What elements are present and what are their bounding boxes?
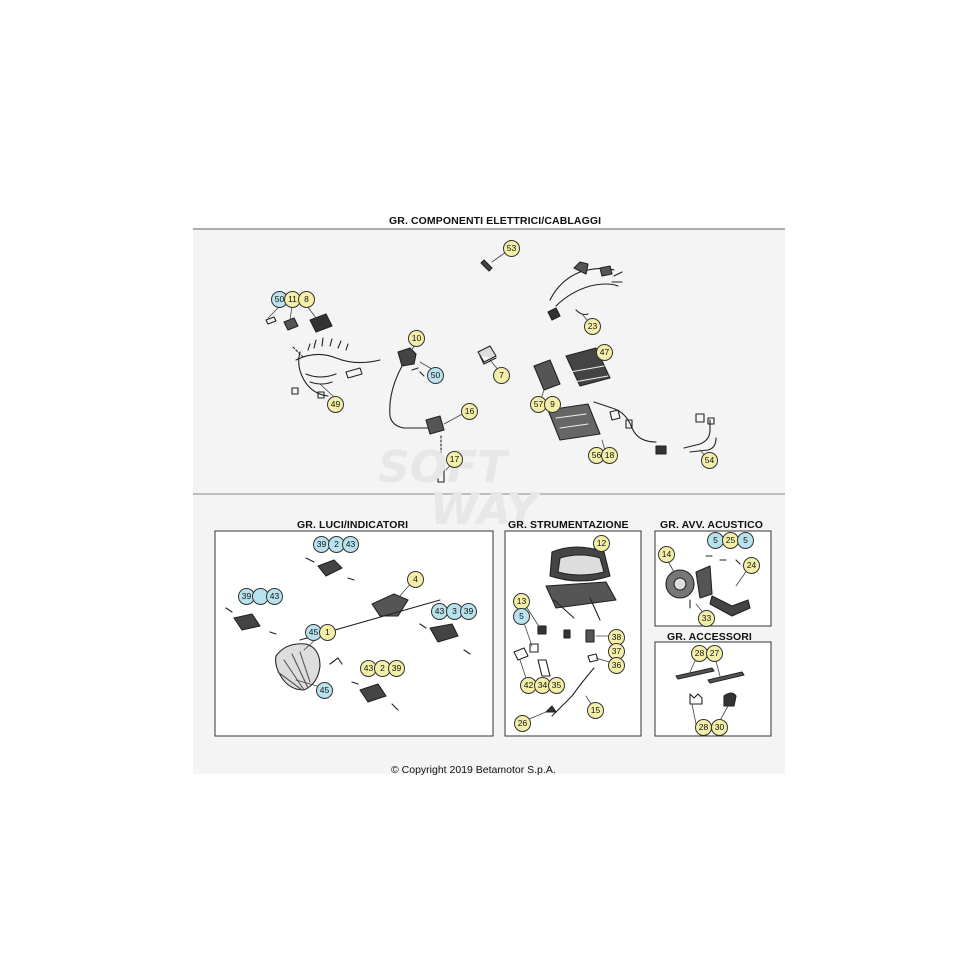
callout-14[interactable]: 14 <box>658 546 675 563</box>
callout-50-b[interactable]: 50 <box>427 367 444 384</box>
dashboard-part <box>513 546 617 717</box>
callout-10[interactable]: 10 <box>408 330 425 347</box>
callout-5-horn-b[interactable]: 5 <box>737 532 754 549</box>
callout-8[interactable]: 8 <box>298 291 315 308</box>
callout-7[interactable]: 7 <box>493 367 510 384</box>
copyright-notice: © Copyright 2019 Betamotor S.p.A. <box>391 764 556 776</box>
lights-group-title: GR. LUCI/INDICATORI <box>297 519 409 531</box>
coil-cable-part <box>389 347 445 483</box>
callout-2-b[interactable]: 2 <box>374 660 391 677</box>
handlebar-switch-part <box>265 313 381 399</box>
callout-50[interactable]: 50 <box>271 291 288 308</box>
callout-9[interactable]: 9 <box>544 396 561 413</box>
callout-45-b[interactable]: 45 <box>316 682 333 699</box>
callout-49[interactable]: 49 <box>327 396 344 413</box>
callout-53[interactable]: 53 <box>503 240 520 257</box>
callout-25[interactable]: 25 <box>722 532 739 549</box>
sub-harness-part <box>683 413 717 453</box>
callout-35[interactable]: 35 <box>548 677 565 694</box>
relay-part <box>477 345 497 365</box>
callout-34[interactable]: 34 <box>534 677 551 694</box>
accessories-group-title: GR. ACCESSORI <box>667 631 752 643</box>
callout-39-b[interactable]: 39 <box>238 588 255 605</box>
callout-3-b[interactable]: 3 <box>446 603 463 620</box>
callout-47[interactable]: 47 <box>596 344 613 361</box>
horn-group-title: GR. AVV. ACUSTICO <box>660 519 764 531</box>
fuse-part <box>480 259 493 272</box>
callout-39-d[interactable]: 39 <box>388 660 405 677</box>
callout-39-c[interactable]: 39 <box>460 603 477 620</box>
callout-24[interactable]: 24 <box>743 557 760 574</box>
callout-12[interactable]: 12 <box>593 535 610 552</box>
callout-5[interactable]: 5 <box>513 608 530 625</box>
callout-30[interactable]: 30 <box>711 719 728 736</box>
callout-15[interactable]: 15 <box>587 702 604 719</box>
callout-54[interactable]: 54 <box>701 452 718 469</box>
callout-1[interactable]: 1 <box>319 624 336 641</box>
callout-36[interactable]: 36 <box>608 657 625 674</box>
horn-part <box>665 555 751 617</box>
callout-4[interactable]: 4 <box>407 571 424 588</box>
headlight-part <box>275 643 343 691</box>
callout-43[interactable]: 43 <box>342 536 359 553</box>
callout-17[interactable]: 17 <box>446 451 463 468</box>
callout-16[interactable]: 16 <box>461 403 478 420</box>
instruments-group-title: GR. STRUMENTAZIONE <box>508 519 629 531</box>
callout-26[interactable]: 26 <box>514 715 531 732</box>
main-group-title: GR. COMPONENTI ELETTRICI/CABLAGGI <box>389 215 602 227</box>
callout-27[interactable]: 27 <box>706 645 723 662</box>
callout-43-b[interactable]: 43 <box>266 588 283 605</box>
accessories-part <box>675 667 745 707</box>
callout-28-b[interactable]: 28 <box>695 719 712 736</box>
turn-signals-part <box>225 557 471 711</box>
callout-18[interactable]: 18 <box>601 447 618 464</box>
main-harness-part <box>547 261 623 321</box>
callout-23[interactable]: 23 <box>584 318 601 335</box>
callout-33[interactable]: 33 <box>698 610 715 627</box>
